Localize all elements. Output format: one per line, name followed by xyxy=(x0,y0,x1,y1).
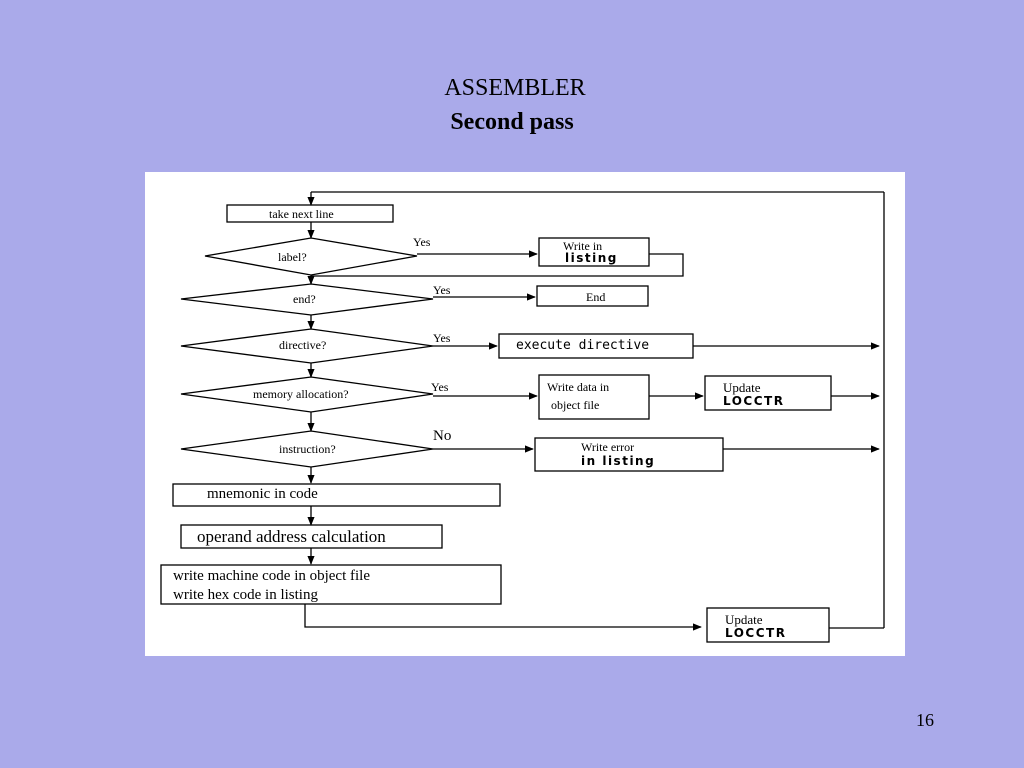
execute-directive-label: execute directive xyxy=(516,338,650,353)
update-locctr-box-1 xyxy=(704,375,832,411)
locctr-label-1: LOCCTR xyxy=(723,394,785,408)
label-yes-label: Yes xyxy=(413,235,431,249)
flowchart-lines xyxy=(160,191,885,643)
write-data-box xyxy=(538,374,650,420)
write-data-line2-label: object file xyxy=(551,398,600,412)
instruction-decision-label: instruction? xyxy=(279,442,336,456)
memory-allocation-yes-label: Yes xyxy=(431,380,449,394)
operand-label: operand address calculation xyxy=(197,527,386,546)
update-label-2: Update xyxy=(725,612,763,627)
update-label-1: Update xyxy=(723,380,761,395)
label-decision xyxy=(204,237,418,276)
write-data-line1-label: Write data in xyxy=(547,380,610,394)
write-hex-code-label: write hex code in listing xyxy=(173,587,318,603)
update-locctr-box-2 xyxy=(706,607,830,643)
end-box-label: End xyxy=(586,290,606,304)
write-machine-code-label: write machine code in object file xyxy=(173,568,370,584)
directive-decision-label: directive? xyxy=(279,338,327,352)
mnemonic-box xyxy=(172,483,501,507)
slide-title: ASSEMBLER xyxy=(444,75,586,101)
flowchart-diagram: take next line label? Yes Write in listi… xyxy=(145,172,905,656)
label-decision-label: label? xyxy=(278,250,307,264)
mnemonic-label: mnemonic in code xyxy=(207,486,318,502)
take-next-line-box xyxy=(226,204,394,223)
write-in-label: Write in xyxy=(563,239,603,253)
write-in-listing-box xyxy=(538,237,650,267)
write-error-box xyxy=(534,437,724,472)
end-decision-label: end? xyxy=(293,292,316,306)
listing-label: listing xyxy=(565,251,618,265)
page-number: 16 xyxy=(916,710,934,730)
in-listing-label: in listing xyxy=(581,454,656,468)
write-machine-code-box xyxy=(160,564,502,605)
end-decision xyxy=(180,283,434,316)
end-box xyxy=(536,285,649,307)
instruction-no-label: No xyxy=(433,428,452,444)
memory-allocation-decision xyxy=(180,376,434,413)
end-yes-label: Yes xyxy=(433,283,451,297)
directive-yes-label: Yes xyxy=(433,331,451,345)
take-next-line-label: take next line xyxy=(269,207,334,221)
write-error-label: Write error xyxy=(581,440,635,454)
memory-allocation-decision-label: memory allocation? xyxy=(253,387,349,401)
locctr-label-2: LOCCTR xyxy=(725,626,787,640)
slide-subtitle: Second pass xyxy=(450,109,574,135)
